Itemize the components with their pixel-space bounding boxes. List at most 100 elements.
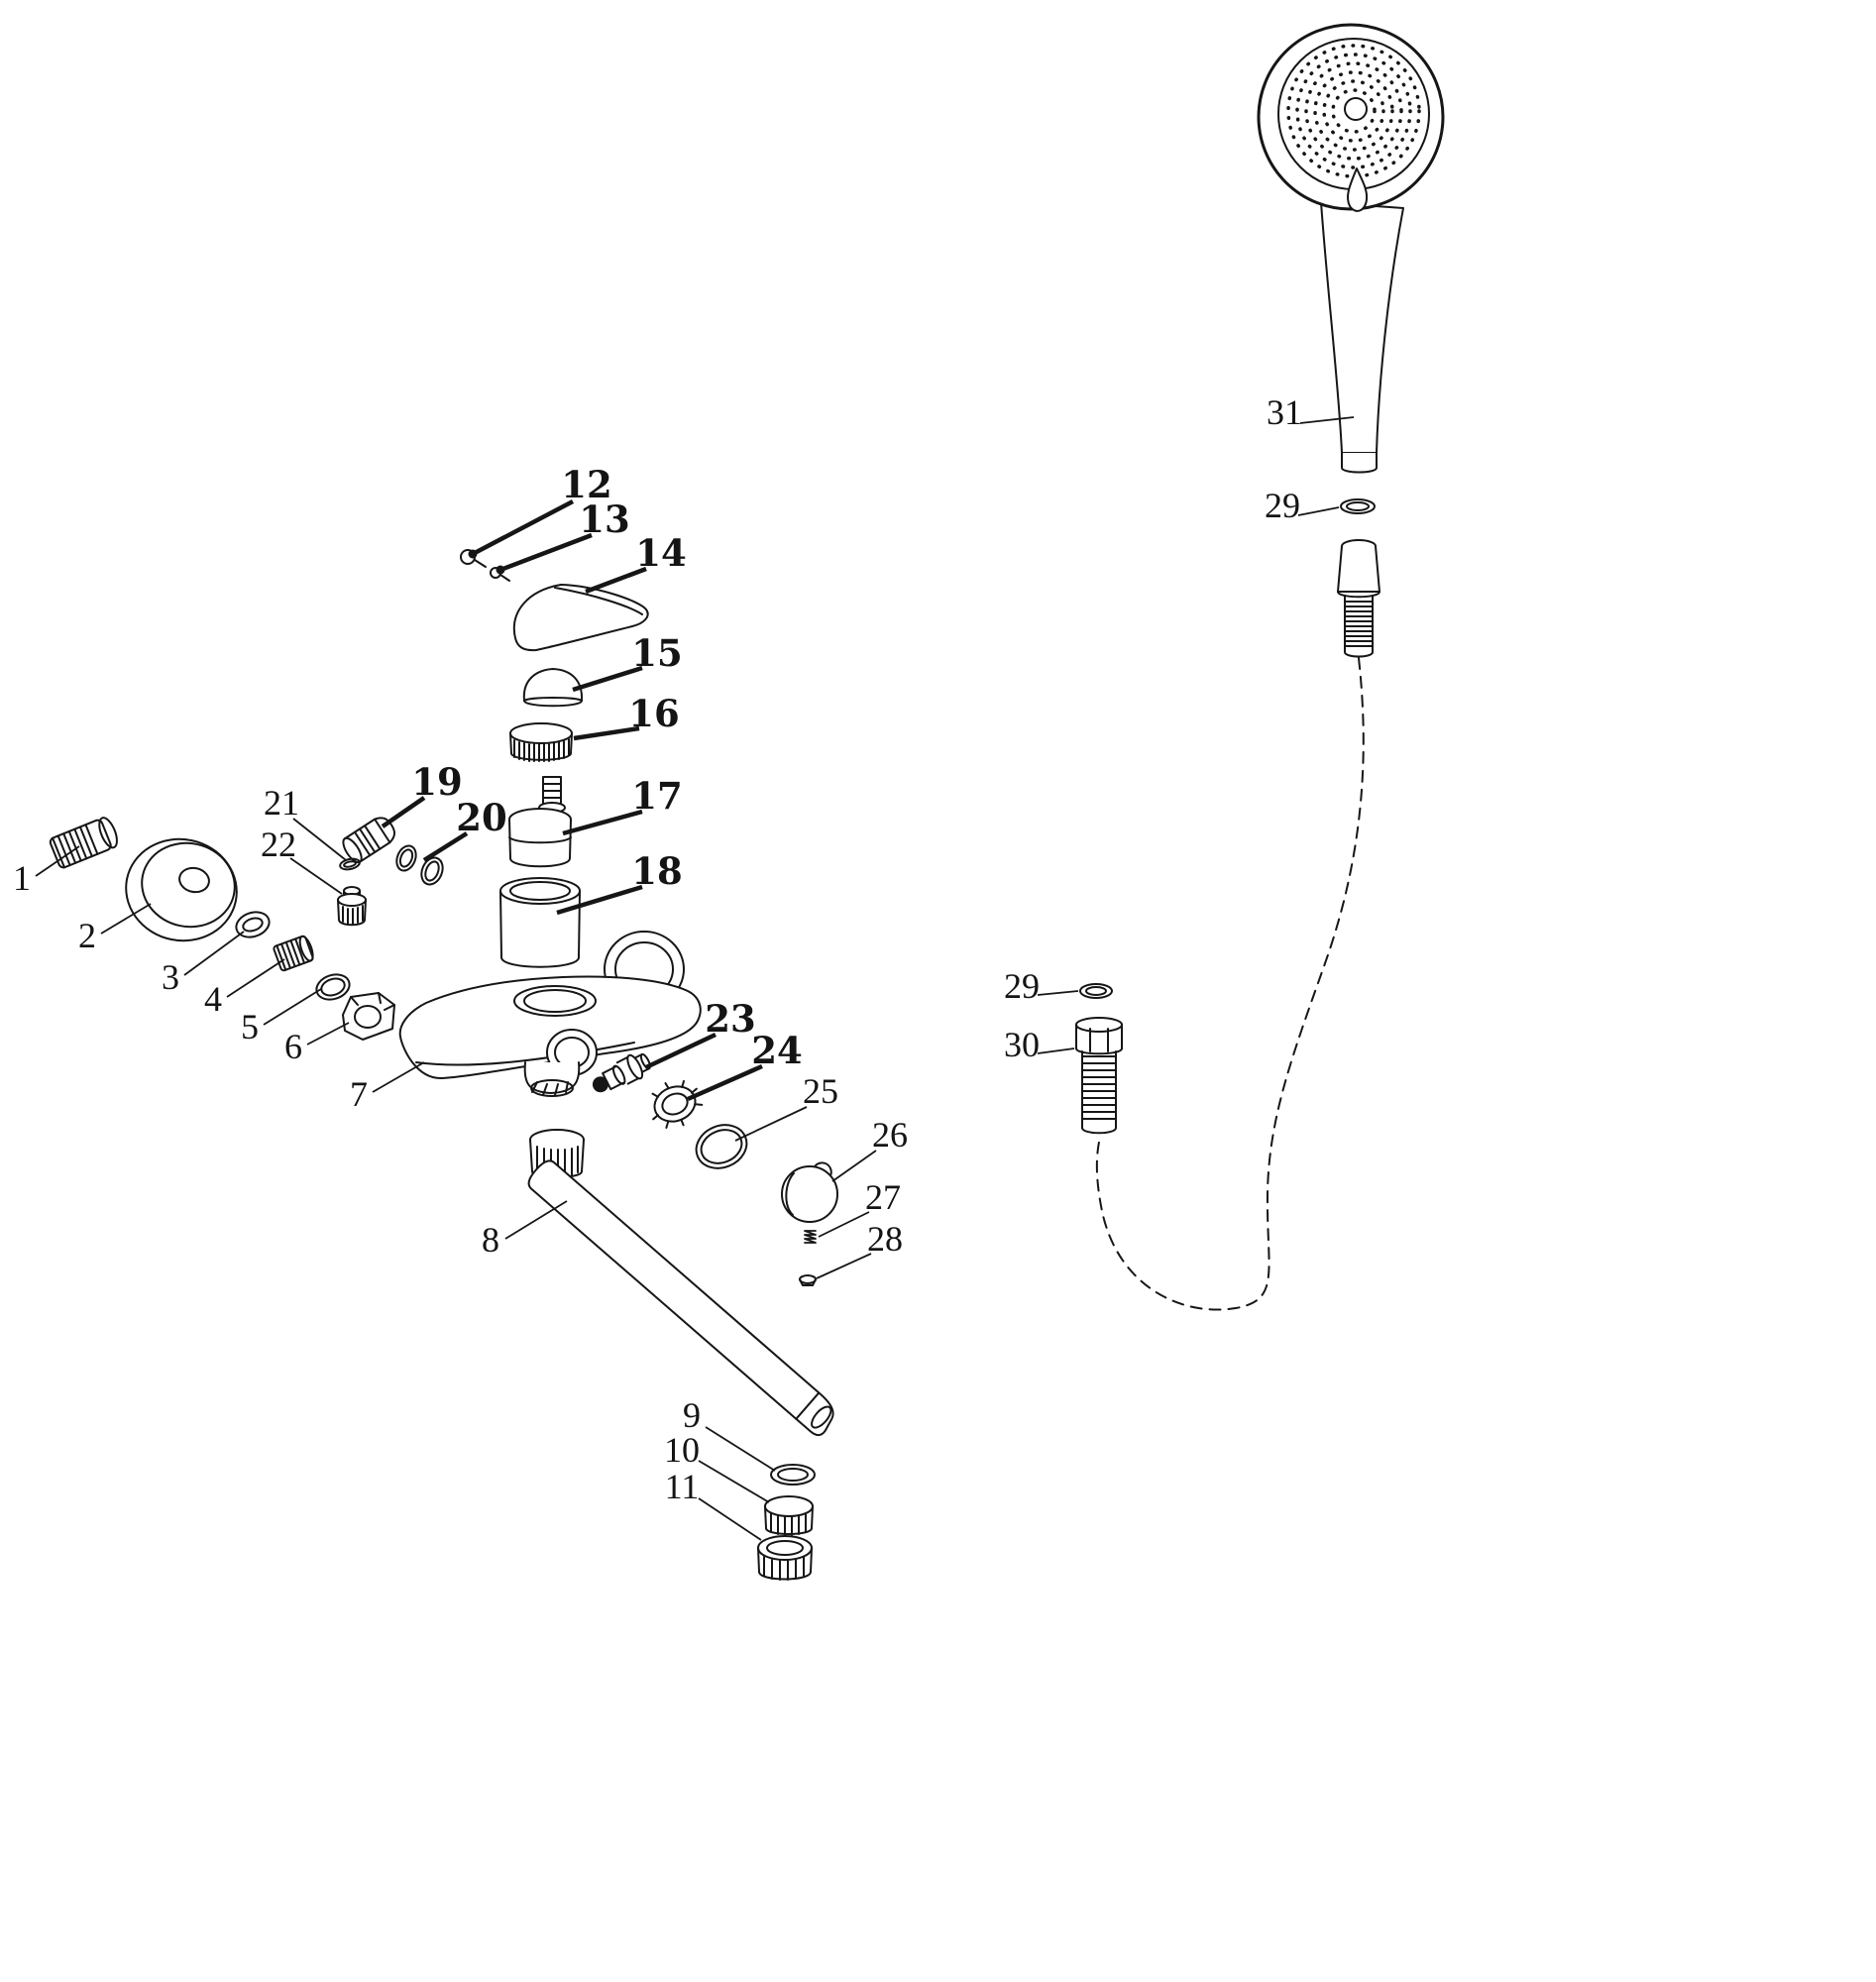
leader-line-30 (1037, 1047, 1075, 1054)
part-18-sleeve-drawing (499, 877, 581, 968)
part-label-18-cartridge-sleeve: 18 (631, 849, 683, 893)
part-5-oring-drawing (315, 973, 351, 1001)
part-label-10-flow-restrictor: 10 (664, 1430, 700, 1470)
leader-line-9 (705, 1426, 776, 1472)
leader-line-8 (504, 1200, 568, 1240)
leader-dot-12 (468, 549, 478, 559)
leader-line-18 (556, 884, 643, 916)
part-23-diverter-stem-drawing (592, 1052, 651, 1093)
leader-line-1 (35, 845, 80, 877)
leader-line-29b (1037, 990, 1079, 996)
part-label-8-spout: 8 (482, 1220, 499, 1260)
part-22-screw-plug-drawing (337, 886, 367, 927)
leader-line-4 (226, 958, 285, 998)
leader-line-6 (306, 1022, 350, 1046)
part-29-hose-washer-top-drawing (1340, 498, 1376, 514)
part-8-spout-drawing (527, 1129, 834, 1437)
part-label-2-escutcheon: 2 (78, 916, 96, 955)
part-label-24-diverter-collar: 24 (751, 1029, 803, 1072)
part-label-29b-hose-washer-bottom: 29 (1004, 966, 1040, 1006)
part-28-set-screw-drawing (799, 1274, 817, 1286)
leader-line-11 (698, 1497, 762, 1541)
part-30-wall-union-drawing (1075, 1017, 1123, 1135)
leader-line-5 (263, 988, 322, 1026)
part-2-escutcheon-drawing (125, 837, 238, 942)
part-label-15-dome-cap: 15 (631, 631, 683, 675)
part-3-washer-drawing (235, 911, 271, 938)
leader-line-21 (292, 818, 347, 861)
leader-line-25 (734, 1106, 808, 1142)
part-16-lock-ring-drawing (509, 722, 573, 762)
part-label-22-screw-plug: 22 (261, 825, 296, 864)
leader-line-23 (645, 1032, 717, 1070)
part-7-faucet-body-drawing (398, 931, 702, 1097)
part-label-5-o-ring: 5 (241, 1007, 259, 1046)
part-label-16-lock-ring: 16 (628, 692, 680, 735)
part-label-23-diverter-stem: 23 (705, 997, 756, 1041)
part-24-collar-drawing (651, 1079, 704, 1129)
part-label-29a-hose-washer-top: 29 (1265, 486, 1300, 525)
part-4-adapter-drawing (273, 935, 314, 972)
leader-dot-13 (496, 565, 505, 575)
part-label-28-set-screw: 28 (867, 1219, 903, 1259)
leader-line-31 (1299, 416, 1355, 424)
leader-line-19 (381, 796, 426, 828)
part-1-wall-connector-drawing (49, 817, 118, 869)
part-label-21-small-o-ring: 21 (264, 783, 299, 823)
part-9-washer-drawing (770, 1464, 816, 1486)
leader-line-12 (471, 499, 575, 556)
part-label-14-handle-lever: 14 (635, 531, 687, 575)
part-10-flow-restrictor-drawing (764, 1495, 814, 1536)
part-label-3-washer: 3 (162, 957, 179, 997)
part-label-9-spout-washer: 9 (683, 1395, 701, 1435)
part-14-handle-lever-drawing (512, 584, 649, 652)
leader-line-13 (499, 532, 593, 573)
leader-line-28 (816, 1253, 872, 1279)
part-25-ring-drawing (695, 1124, 748, 1169)
leader-line-22 (289, 857, 343, 895)
part-26-knob-drawing (781, 1161, 838, 1223)
part-11-aerator-drawing (757, 1535, 813, 1581)
part-31-hand-shower-drawing (1257, 23, 1445, 474)
shower-hose-drawing (1095, 657, 1365, 1311)
drawing-layer (49, 23, 1445, 1581)
part-label-19-diverter-fitting: 19 (411, 760, 463, 804)
part-21-oring-drawing (339, 857, 361, 871)
leader-line-20 (422, 831, 469, 862)
part-label-31-hand-shower: 31 (1267, 392, 1302, 432)
part-27-spring-drawing (804, 1230, 817, 1244)
leader-line-15 (572, 665, 643, 693)
leader-line-2 (100, 903, 152, 935)
leader-line-14 (585, 566, 647, 595)
hose-end-connector-drawing (1337, 539, 1380, 658)
part-label-25-trim-ring: 25 (803, 1071, 838, 1111)
leader-line-27 (818, 1211, 870, 1238)
leader-lines-layer (35, 416, 1355, 1541)
part-label-4-adapter: 4 (204, 979, 222, 1019)
part-label-30-wall-union-bolt: 30 (1004, 1025, 1040, 1064)
part-15-dome-cap-drawing (522, 668, 584, 708)
leader-line-16 (573, 725, 640, 741)
part-6-nut-drawing (342, 992, 395, 1041)
part-label-26-diverter-knob: 26 (872, 1115, 908, 1155)
leader-line-24 (687, 1063, 763, 1102)
part-20-orings-drawing (395, 844, 444, 886)
leader-line-3 (183, 931, 245, 976)
leader-line-29a (1297, 506, 1340, 516)
leader-line-17 (562, 809, 643, 836)
part-label-13-handle-screw-small: 13 (579, 497, 630, 541)
part-label-27-spring: 27 (865, 1177, 901, 1217)
part-label-17-cartridge: 17 (631, 774, 683, 818)
part-label-20-o-ring-pair: 20 (456, 796, 507, 839)
part-label-7-faucet-body: 7 (350, 1074, 368, 1114)
part-label-11-aerator: 11 (665, 1467, 700, 1506)
part-label-12-handle-screw: 12 (561, 463, 612, 506)
part-17-cartridge-drawing (508, 776, 572, 868)
leader-line-7 (372, 1061, 425, 1093)
part-29-hose-washer-bottom-drawing (1079, 983, 1113, 999)
part-label-1-wall-connector: 1 (13, 858, 31, 898)
leader-line-10 (698, 1460, 770, 1503)
